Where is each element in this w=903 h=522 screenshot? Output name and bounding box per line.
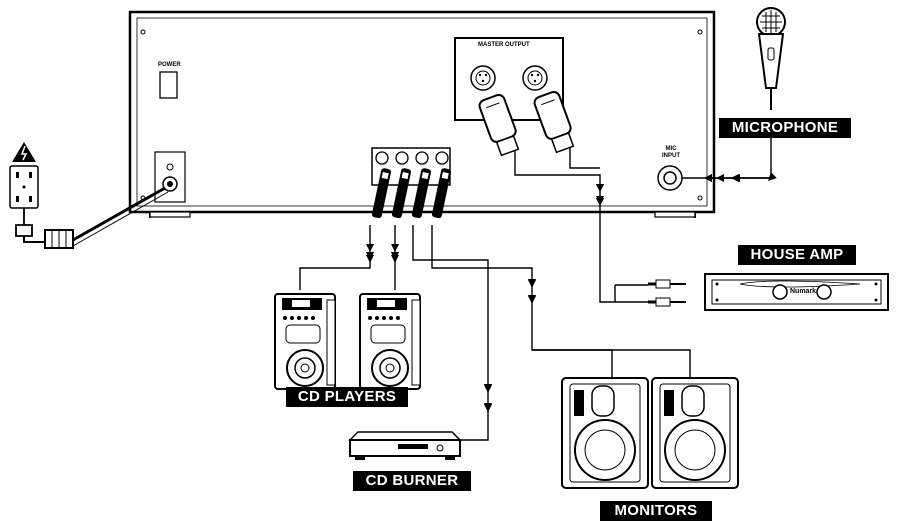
monitors-label: MONITORS	[600, 501, 712, 521]
cd-burner-label: CD BURNER	[353, 471, 471, 491]
cd-player-left	[274, 293, 336, 390]
house-amp-device	[648, 273, 889, 311]
xlr-plug-right	[533, 90, 575, 154]
power-switch[interactable]	[159, 71, 178, 99]
power-jack	[154, 151, 186, 203]
power-label: POWER	[158, 62, 181, 68]
cd-players-label: CD PLAYERS	[286, 387, 408, 407]
cd-burner-device	[348, 431, 462, 460]
mic-input-jack	[657, 165, 683, 191]
xlr-plug-left	[478, 93, 520, 157]
signal-arrows	[366, 174, 740, 411]
microphone-label: MICROPHONE	[719, 118, 851, 138]
rca-input-bank	[371, 147, 451, 186]
master-output-right-xlr[interactable]	[522, 65, 548, 91]
monitor-speaker-left	[561, 377, 649, 489]
cd-player-right	[359, 293, 421, 390]
wall-outlet	[9, 165, 39, 209]
power-cord	[15, 186, 169, 249]
master-output-label: MASTER OUTPUT	[478, 42, 530, 48]
microphone-icon	[756, 7, 786, 110]
rca-plugs	[371, 168, 451, 219]
house-amp-label: HOUSE AMP	[738, 245, 856, 265]
monitor-speaker-right	[651, 377, 739, 489]
mic-input-label: MIC INPUT	[662, 146, 680, 159]
house-amp-brand: Numark	[790, 288, 817, 295]
master-output-left-xlr[interactable]	[470, 65, 496, 91]
shock-hazard-icon	[12, 142, 36, 162]
